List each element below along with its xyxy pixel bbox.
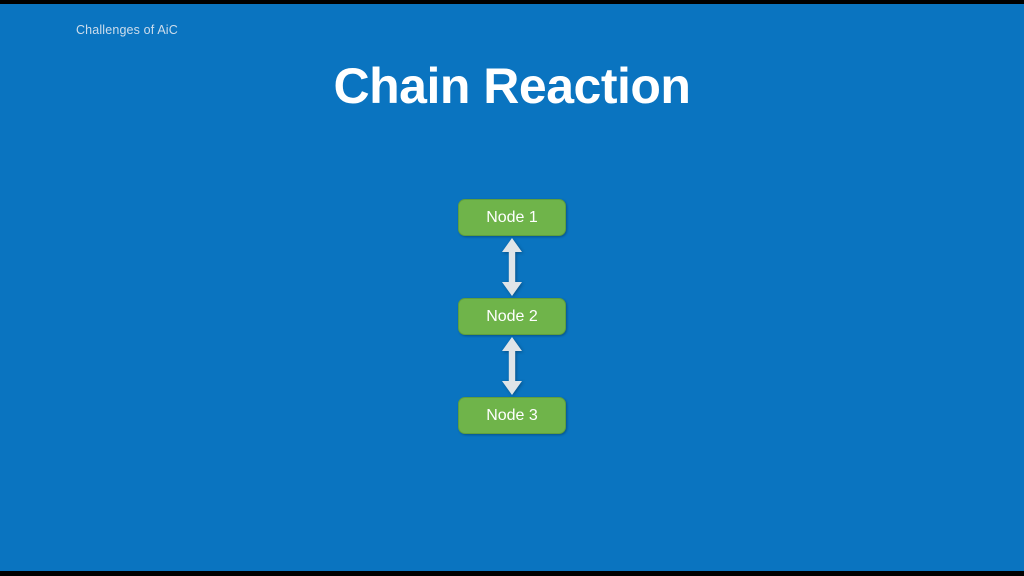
connector-node2-node3 [458, 335, 566, 397]
node-box-3[interactable]: Node 3 [458, 397, 566, 434]
double-arrow-vertical-icon [502, 337, 522, 395]
slide-top-band [0, 0, 1024, 4]
node-box-1[interactable]: Node 1 [458, 199, 566, 236]
node-box-2[interactable]: Node 2 [458, 298, 566, 335]
node-label: Node 3 [486, 406, 538, 424]
node-label: Node 2 [486, 307, 538, 325]
connector-node1-node2 [458, 236, 566, 298]
node-label: Node 1 [486, 208, 538, 226]
slide-bottom-band [0, 571, 1024, 576]
chain-reaction-diagram: Node 1 Node 2 Node 3 [458, 199, 566, 434]
page-title: Chain Reaction [333, 58, 691, 114]
double-arrow-vertical-icon [502, 238, 522, 296]
slide-kicker: Challenges of AiC [76, 23, 178, 37]
